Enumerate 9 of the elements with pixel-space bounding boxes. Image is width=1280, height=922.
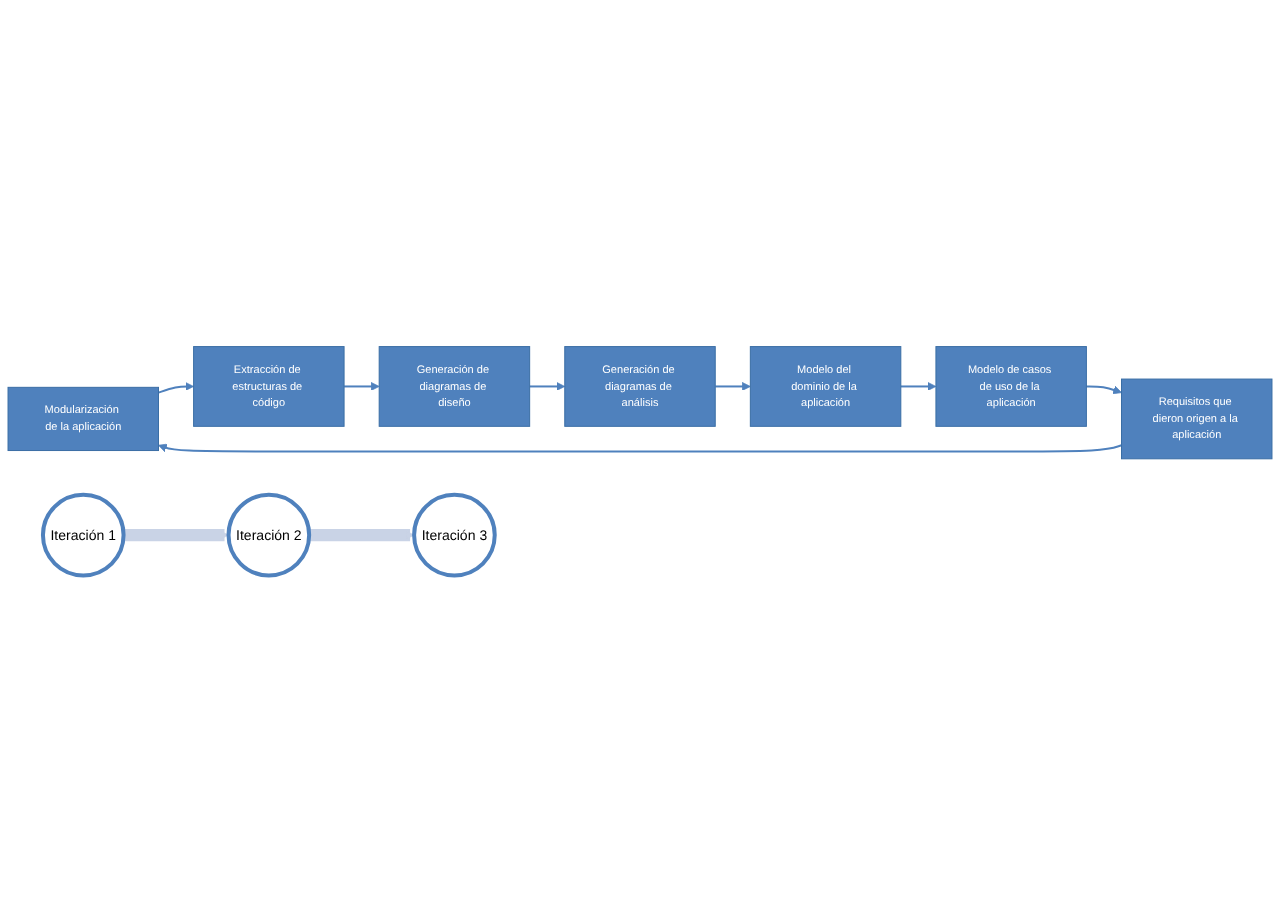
arrow	[900, 382, 937, 391]
arrow	[344, 382, 380, 391]
arrow	[529, 382, 566, 391]
arrow	[123, 529, 229, 542]
arrow	[158, 443, 1122, 453]
arrow	[309, 529, 415, 542]
arrow	[1086, 385, 1122, 395]
arrow	[715, 382, 751, 391]
arrow	[158, 382, 194, 394]
